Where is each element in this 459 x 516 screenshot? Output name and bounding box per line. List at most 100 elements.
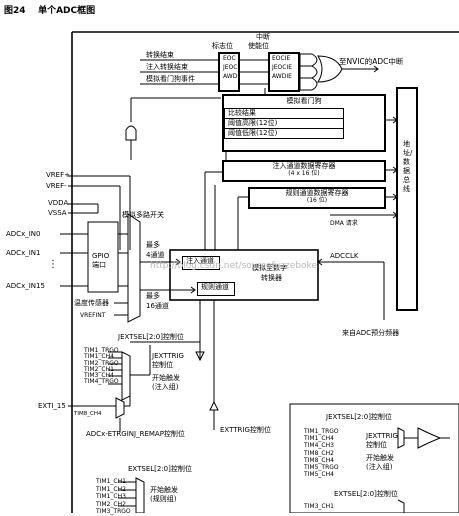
flag-jeoc: JEOC <box>223 64 238 71</box>
analog-watchdog: 模拟看门狗 比较结果 阈值高限(12位) 阈值低限(12位) <box>222 94 386 152</box>
injected-data-register: 注入通道数据寄存器 (4 x 16 位) <box>222 160 386 182</box>
remap-label: ADCx-ETRGINJ_REMAP控制位 <box>86 430 185 438</box>
jextsel-label: JEXTSEL[2:0]控制位 <box>118 333 184 341</box>
vrefint-label: VREFINT <box>80 312 106 319</box>
ext-signal: TIM1_CH2 <box>96 485 126 493</box>
label-eoc: 转换结束 <box>146 51 174 59</box>
label-jeoc: 注入转换结束 <box>146 63 188 71</box>
jextrig2-line-2: 控制位 <box>366 441 387 449</box>
jext2-signal: TIM4_CH3 <box>304 442 334 450</box>
address-data-bus-label: 地址/数据总线 <box>403 140 413 193</box>
exti15-label: EXTI_15 <box>38 402 66 410</box>
jext2-signal: TIM8_CH2 <box>304 449 334 457</box>
flag-header: 标志位 <box>212 42 233 50</box>
jext-signal: TIM2_CH1 <box>84 365 114 373</box>
converter-line-2: 转换器 <box>261 274 282 282</box>
watermark: http://blog.csdn.net/sourcefuzzeboke <box>150 261 317 271</box>
ext-signal: TIM1_CH1 <box>96 478 126 485</box>
ext-signal: TIM3_TRGO <box>96 508 131 515</box>
mux-label: 模拟多路开关 <box>122 211 164 219</box>
jextrig2-line-1: JEXTTRIG <box>366 432 398 440</box>
ext-signal: TIM2_CH2 <box>96 500 126 508</box>
injected-channels-box: 注入通道 <box>182 256 220 270</box>
ext-start-line-1: 开始触发 <box>150 486 178 494</box>
nvic-label: 至NVIC的ADC中断 <box>339 57 404 66</box>
max4-1: 最多 <box>146 241 160 249</box>
jext2-signal: TIM1_CH4 <box>304 435 334 443</box>
jext-signal: TIM2_TRGO <box>84 359 119 367</box>
input-in1: ADCx_IN1 <box>6 249 41 257</box>
jext2-signal: TIM8_CH4 <box>304 456 334 464</box>
vref-minus-pin: VREF- <box>46 182 67 190</box>
watchdog-low: 阈值低限(12位) <box>224 129 344 139</box>
jext-signal: TIM3_CH4 <box>84 372 114 380</box>
ext-signal: TIM1_CH3 <box>96 493 126 500</box>
input-in0: ADCx_IN0 <box>6 230 41 238</box>
jextrig-line-1: JEXTTRIG <box>152 352 184 360</box>
input-ellipsis: ⋮ <box>48 259 58 270</box>
regular-reg-title: 规则通道数据寄存器 <box>285 189 349 197</box>
temp-sensor: 温度传感器 <box>74 299 109 307</box>
jext2-signal: TIM5_TRGO <box>304 464 339 472</box>
jext-start-line-1: 开始触发 <box>152 374 180 382</box>
max16-2: 16通道 <box>146 302 169 310</box>
vssa-pin: VSSA <box>48 209 67 217</box>
vdda-pin: VDDA <box>48 199 69 207</box>
extsel2-label: EXTSEL[2:0]控制位 <box>334 490 398 498</box>
jext-start-line-2: (注入组) <box>152 383 179 391</box>
jext2-start-line-2: (注入组) <box>366 463 393 471</box>
jext-signal: TIM4_TRGO <box>84 378 119 386</box>
regular-data-register: 规则通道数据寄存器 (16 位) <box>248 187 386 209</box>
jext-signal: TIM1_CH4 <box>84 353 114 361</box>
jext-start-label: 开始触发 (注入组) <box>152 374 180 392</box>
jext-signal-list: TIM1_TRGO TIM1_CH4 TIM2_TRGO TIM2_CH1 TI… <box>84 347 119 386</box>
enable-eocie: EOCIE <box>272 55 291 62</box>
injected-reg-title: 注入通道数据寄存器 <box>272 162 336 170</box>
jextsel2-label: JEXTSEL[2:0]控制位 <box>326 413 392 421</box>
jext2-signal-list: TIM1_TRGO TIM1_CH4 TIM4_CH3 TIM8_CH2 TIM… <box>304 428 339 478</box>
dma-request-label: DMA 请求 <box>330 220 358 227</box>
vref-plus-pin: VREF+ <box>46 171 70 179</box>
enable-jeocie: JEOCIE <box>272 64 293 71</box>
extsel-label: EXTSEL[2:0]控制位 <box>128 465 192 473</box>
ext-start-line-2: (规则组) <box>150 495 177 503</box>
jext-signal: TIM1_TRGO <box>84 347 119 354</box>
gpio-port: GPIO 端口 <box>92 252 110 269</box>
injected-reg-sub: (4 x 16 位) <box>288 170 320 177</box>
adc-converter-label: 模拟至数字 转换器 <box>252 263 287 283</box>
adcclk-label: ADCCLK <box>330 252 359 260</box>
irq-enable-register: EOCIE JEOCIE AWDIE <box>268 52 300 92</box>
input-in15: ADCx_IN15 <box>6 282 45 290</box>
tim8-ch4-label: TIM8_CH4 <box>74 411 102 417</box>
irq-header-2: 使能位 <box>248 42 269 50</box>
injected-channels-label: 注入通道 <box>186 257 214 265</box>
flag-awd: AWD <box>223 73 238 80</box>
ext-signal-list: TIM1_CH1 TIM1_CH2 TIM1_CH3 TIM2_CH2 TIM3… <box>96 478 131 516</box>
watchdog-compare: 比较结果 <box>224 108 344 119</box>
jext2-signal: TIM5_CH4 <box>304 471 334 479</box>
ext-start-label: 开始触发 (规则组) <box>150 486 178 504</box>
regular-reg-sub: (16 位) <box>306 197 328 204</box>
ext2-signal: TIM3_CH1 <box>304 503 334 510</box>
jextrig2-label: JEXTTRIG 控制位 <box>366 432 398 450</box>
max4-2: 4通道 <box>146 251 165 259</box>
converter-line-1: 模拟至数字 <box>252 264 287 272</box>
regular-channels-label: 规则通道 <box>201 283 229 291</box>
label-awd: 模拟看门狗事件 <box>146 75 195 83</box>
watchdog-title: 模拟看门狗 <box>286 97 322 105</box>
jext2-signal: TIM1_TRGO <box>304 428 339 435</box>
prescaler-label: 来自ADC预分频器 <box>342 329 400 337</box>
jext2-start-line-1: 开始触发 <box>366 454 394 462</box>
enable-awdie: AWDIE <box>272 73 292 80</box>
exttrig-label: EXTTRIG控制位 <box>220 426 271 434</box>
figure-title: 图24 单个ADC框图 <box>4 6 96 16</box>
regular-channels-box: 规则通道 <box>197 282 235 296</box>
jextrig-line-2: 控制位 <box>152 361 173 369</box>
max16-1: 最多 <box>146 292 160 300</box>
watchdog-high: 阈值高限(12位) <box>224 119 344 129</box>
flag-eoc: EOC <box>223 55 236 62</box>
flag-register: EOC JEOC AWD <box>218 52 240 92</box>
jextrig-label: JEXTTRIG 控制位 <box>152 352 184 370</box>
